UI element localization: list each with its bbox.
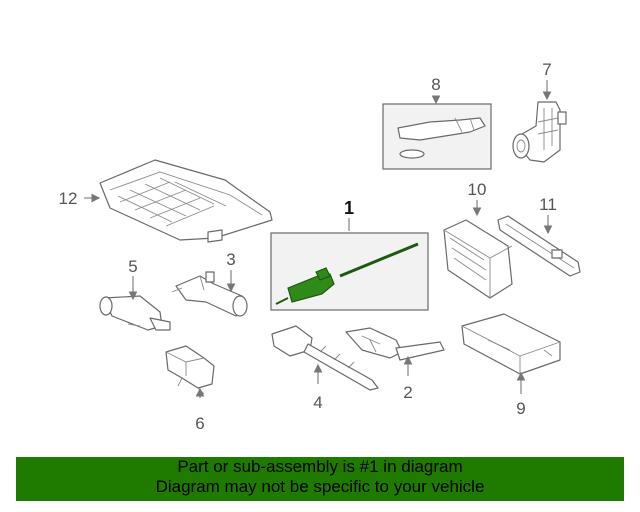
part-4[interactable]: 4 bbox=[271, 325, 379, 412]
part-9[interactable]: 9 bbox=[461, 313, 561, 418]
part-11[interactable]: 11 bbox=[497, 195, 581, 277]
part-12[interactable]: 12 bbox=[59, 159, 273, 243]
part-5[interactable]: 5 bbox=[99, 257, 171, 331]
info-banner: Part or sub-assembly is #1 in diagram Di… bbox=[16, 457, 624, 501]
banner-line-2: Diagram may not be specific to your vehi… bbox=[155, 477, 485, 496]
callout-8: 8 bbox=[431, 75, 440, 94]
parts-diagram: 8 7 12 1 10 bbox=[59, 60, 581, 433]
callout-4: 4 bbox=[313, 393, 322, 412]
callout-11: 11 bbox=[539, 195, 557, 214]
banner-line-1: Part or sub-assembly is #1 in diagram bbox=[177, 457, 463, 476]
part-6[interactable]: 6 bbox=[165, 345, 215, 433]
callout-6: 6 bbox=[195, 414, 204, 433]
part-3[interactable]: 3 bbox=[171, 250, 248, 317]
callout-5: 5 bbox=[128, 257, 137, 276]
callout-7: 7 bbox=[542, 60, 551, 79]
callout-10: 10 bbox=[468, 180, 487, 199]
callout-2: 2 bbox=[403, 383, 412, 402]
part-7[interactable]: 7 bbox=[512, 60, 567, 163]
part-2[interactable]: 2 bbox=[345, 327, 445, 402]
callout-1: 1 bbox=[344, 198, 354, 218]
part-10[interactable]: 10 bbox=[443, 180, 513, 299]
part-1[interactable]: 1 bbox=[270, 198, 429, 311]
callout-3: 3 bbox=[226, 250, 235, 269]
callout-12: 12 bbox=[59, 189, 78, 208]
callout-9: 9 bbox=[516, 399, 525, 418]
part-8[interactable]: 8 bbox=[382, 75, 492, 170]
